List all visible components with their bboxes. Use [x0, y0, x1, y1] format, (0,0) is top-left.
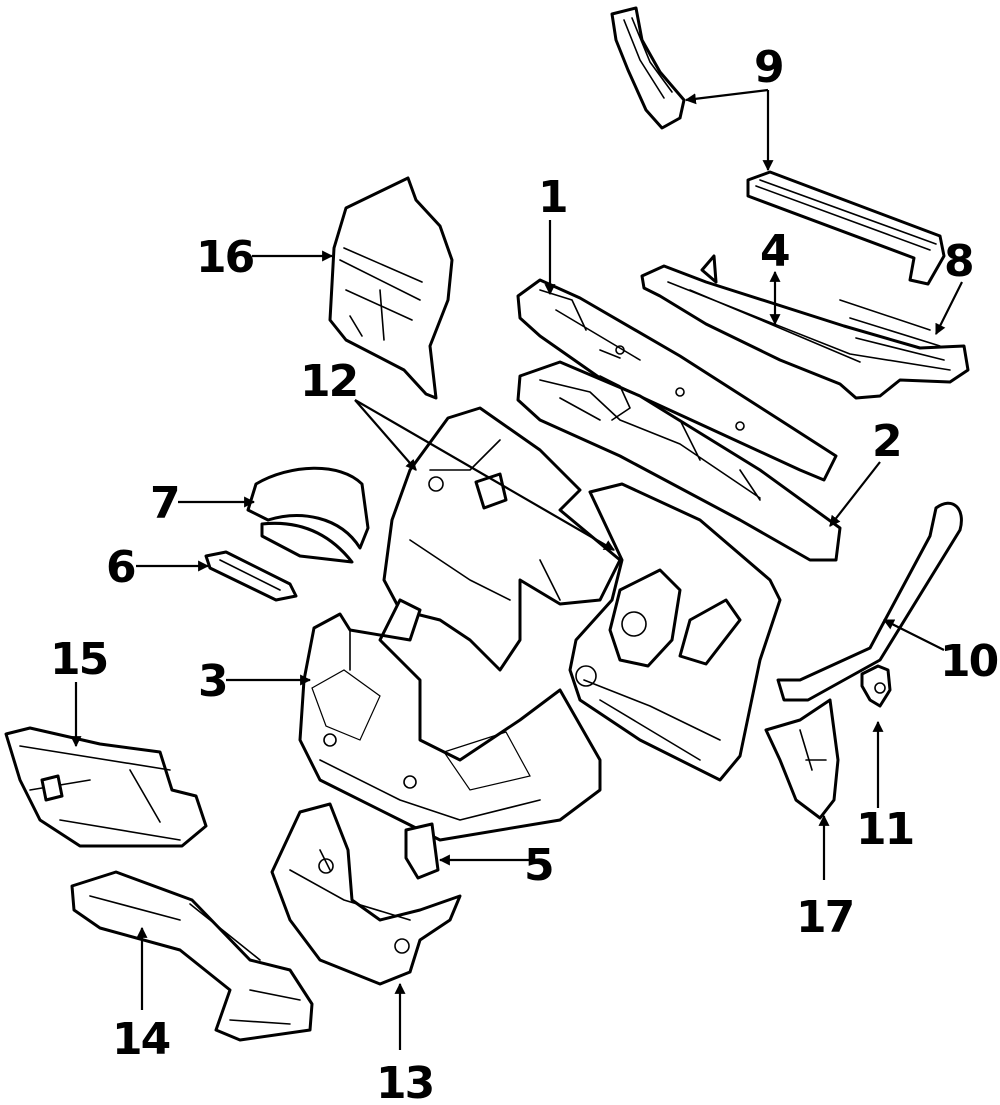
part-10-rod	[776, 501, 963, 702]
callout-5: 5	[524, 840, 553, 891]
leader-lines	[70, 88, 963, 1050]
part-15-left-bracket	[4, 726, 208, 848]
part-9-strip	[746, 170, 946, 286]
callout-15: 15	[50, 634, 107, 685]
part-2-lower-cowl	[516, 360, 842, 562]
part-14-lower-bracket	[70, 870, 314, 1042]
callout-17: 17	[796, 892, 853, 943]
part-13-lower-pan	[270, 802, 462, 986]
part-17-bracket	[764, 698, 840, 820]
part-9-pillar	[610, 6, 686, 130]
part-1-cowl-panel	[516, 278, 838, 482]
part-6-bracket	[204, 550, 298, 602]
part-12-dash-right	[568, 482, 782, 782]
callout-7: 7	[150, 478, 179, 529]
callout-8: 8	[944, 236, 973, 287]
callout-4: 4	[760, 226, 789, 277]
part-5-small-box	[404, 822, 440, 880]
callout-12: 12	[300, 356, 357, 407]
callout-10: 10	[940, 636, 998, 687]
callout-14: 14	[112, 1014, 170, 1065]
callout-2: 2	[872, 416, 901, 467]
part-3-center-dash	[298, 598, 602, 842]
callout-1: 1	[538, 172, 567, 223]
callout-9: 9	[754, 42, 783, 93]
callout-11: 11	[856, 804, 913, 855]
callout-3: 3	[198, 656, 227, 707]
part-7-arch-shield	[246, 466, 370, 564]
callout-6: 6	[106, 542, 135, 593]
part-8-cowl-top	[640, 254, 970, 400]
part-16-side-panel	[328, 176, 454, 400]
part-11-clip	[860, 664, 892, 708]
callout-13: 13	[376, 1058, 433, 1105]
callout-labels: 1 2 3 4 5 6 7 8 9 10 11 12 13 14 15 16 1…	[50, 42, 1000, 1105]
callout-16: 16	[196, 232, 254, 283]
